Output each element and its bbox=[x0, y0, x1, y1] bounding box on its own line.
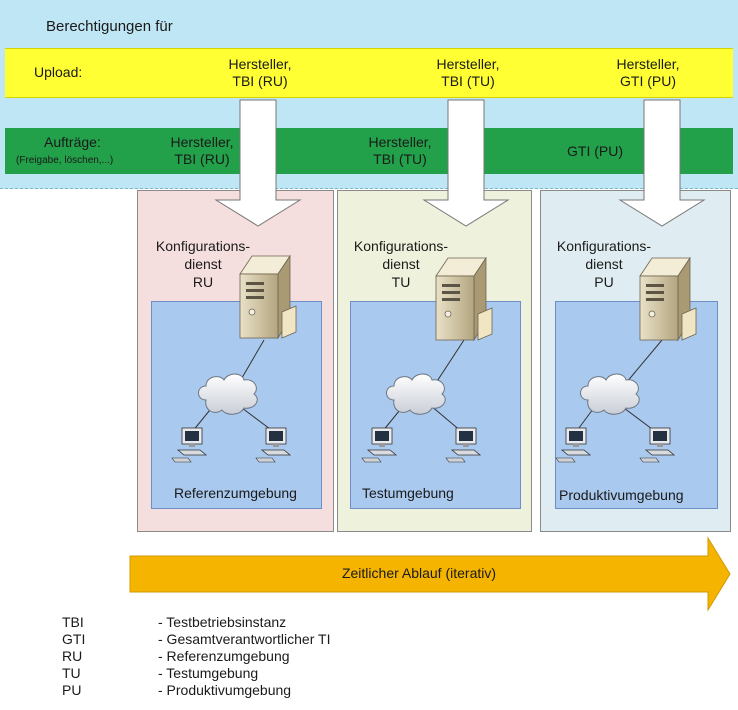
auftraege-cell-ru: Hersteller, TBI (RU) bbox=[142, 134, 262, 168]
auftraege-cell-ru-line1: Hersteller, bbox=[170, 134, 234, 150]
down-arrow-ru bbox=[214, 99, 302, 227]
down-arrow-tu bbox=[422, 99, 510, 227]
config-service-label-tu: Konfigurations- dienst TU bbox=[342, 237, 460, 291]
server-icon-ru bbox=[239, 255, 297, 339]
auftraege-label: Aufträge: bbox=[44, 134, 101, 150]
server-icon-pu bbox=[639, 257, 697, 341]
upload-row bbox=[5, 48, 733, 98]
upload-label: Upload: bbox=[34, 64, 83, 80]
legend-desc: - Testbetriebsinstanz bbox=[158, 614, 287, 630]
cloud-icon-tu bbox=[386, 373, 446, 415]
workstation-icon-pu-2 bbox=[639, 427, 675, 463]
legend-abbr: TU bbox=[62, 665, 81, 681]
server-icon-tu bbox=[435, 257, 493, 341]
auftraege-cell-tu-line1: Hersteller, bbox=[368, 134, 432, 150]
legend-desc: - Produktivumgebung bbox=[158, 682, 292, 698]
upload-cell-tu-line1: Hersteller, bbox=[436, 56, 500, 72]
config-service-ru-line1: Konfigurations- bbox=[155, 238, 251, 254]
workstation-icon-tu-1 bbox=[361, 427, 397, 463]
config-service-pu-line3: PU bbox=[594, 274, 614, 290]
upload-cell-ru-line1: Hersteller, bbox=[228, 56, 292, 72]
cloud-icon-ru bbox=[198, 373, 258, 415]
workstation-icon-ru-1 bbox=[171, 427, 207, 463]
cloud-icon-pu bbox=[580, 373, 640, 415]
config-service-label-ru: Konfigurations- dienst RU bbox=[144, 237, 262, 291]
auftraege-cell-pu: GTI (PU) bbox=[567, 143, 623, 159]
legend-abbr: TBI bbox=[62, 614, 84, 630]
workstation-icon-pu-1 bbox=[555, 427, 591, 463]
legend-abbr: RU bbox=[62, 648, 83, 664]
network-diagram-pu bbox=[555, 257, 697, 463]
environment-caption-ru: Referenzumgebung bbox=[174, 485, 297, 501]
environment-caption-tu: Testumgebung bbox=[362, 485, 454, 501]
config-service-ru-line2: dienst bbox=[184, 256, 222, 272]
config-service-pu-line2: dienst bbox=[585, 256, 623, 272]
auftraege-sublabel: (Freigabe, löschen,...) bbox=[16, 155, 114, 166]
legend-abbr: PU bbox=[62, 682, 82, 698]
upload-cell-pu-line2: GTI (PU) bbox=[620, 73, 676, 89]
upload-cell-tu-line2: TBI (TU) bbox=[441, 73, 495, 89]
timeline-arrow bbox=[129, 536, 731, 612]
config-service-label-pu: Konfigurations- dienst PU bbox=[545, 237, 663, 291]
workstation-icon-ru-2 bbox=[255, 427, 291, 463]
auftraege-cell-tu: Hersteller, TBI (TU) bbox=[340, 134, 460, 168]
network-diagram-tu bbox=[361, 257, 493, 463]
legend-desc: - Gesamtverantwortlicher TI bbox=[158, 631, 331, 647]
legend-abbr: GTI bbox=[62, 631, 86, 647]
upload-cell-pu-line1: Hersteller, bbox=[616, 56, 680, 72]
permissions-title: Berechtigungen für bbox=[46, 18, 173, 35]
config-service-tu-line1: Konfigurations- bbox=[353, 238, 449, 254]
upload-cell-ru: Hersteller, TBI (RU) bbox=[200, 56, 320, 90]
network-diagram-ru bbox=[171, 255, 297, 463]
environment-caption-pu: Produktivumgebung bbox=[559, 487, 684, 503]
auftraege-row bbox=[5, 128, 733, 174]
legend-desc: - Referenzumgebung bbox=[158, 648, 290, 664]
config-service-ru-line3: RU bbox=[192, 274, 214, 290]
timeline-label: Zeitlicher Ablauf (iterativ) bbox=[341, 565, 497, 581]
auftraege-cell-tu-line2: TBI (TU) bbox=[373, 151, 427, 167]
config-service-tu-line3: TU bbox=[391, 274, 411, 290]
config-service-pu-line1: Konfigurations- bbox=[556, 238, 652, 254]
upload-cell-tu: Hersteller, TBI (TU) bbox=[408, 56, 528, 90]
down-arrow-pu bbox=[618, 99, 706, 227]
config-service-tu-line2: dienst bbox=[382, 256, 420, 272]
upload-cell-pu: Hersteller, GTI (PU) bbox=[588, 56, 708, 90]
environment-box-pu: Konfigurations- dienst PU Produktivumgeb… bbox=[540, 190, 731, 532]
auftraege-cell-ru-line2: TBI (RU) bbox=[174, 151, 230, 167]
upload-cell-ru-line2: TBI (RU) bbox=[232, 73, 288, 89]
legend-desc: - Testumgebung bbox=[158, 665, 259, 681]
workstation-icon-tu-2 bbox=[445, 427, 481, 463]
